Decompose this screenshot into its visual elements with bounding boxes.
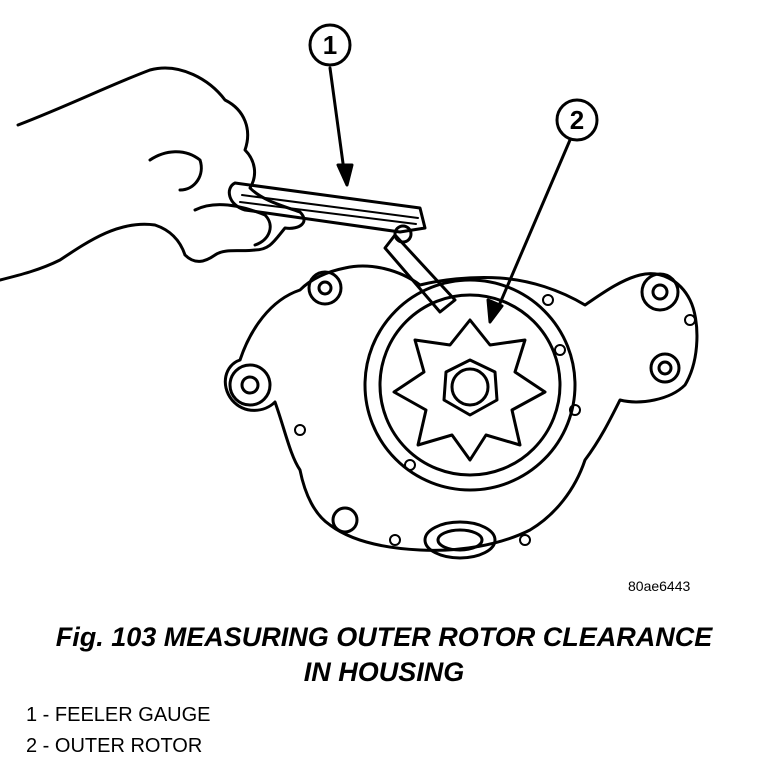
rotor-hub	[442, 358, 499, 417]
left-mounting-boss	[228, 363, 272, 407]
right-upper-boss	[640, 272, 680, 312]
figure-caption: Fig. 103 MEASURING OUTER ROTOR CLEARANCE…	[0, 620, 768, 690]
feeler-gauge	[227, 181, 427, 234]
top-left-boss	[307, 270, 343, 306]
callout-1-circle	[308, 23, 352, 67]
callout-2-arrow	[493, 138, 572, 317]
callout-1-arrow	[328, 66, 347, 180]
outlet-port	[423, 520, 497, 560]
pump-housing	[223, 264, 699, 552]
inner-rotor	[392, 318, 547, 462]
callout-2-circle	[555, 98, 599, 142]
callout-2-number: 2	[570, 105, 584, 135]
callout-legend: 1 - FEELER GAUGE 2 - OUTER ROTOR	[26, 700, 211, 762]
figure-reference-code: 80ae6443	[628, 578, 691, 594]
legend-item-1: 1 - FEELER GAUGE	[26, 704, 211, 726]
legend-item-2: 2 - OUTER ROTOR	[26, 735, 203, 757]
outer-rotor	[363, 278, 577, 492]
hand	[0, 66, 306, 282]
oil-pump-illustration: 1 2	[0, 23, 699, 560]
caption-line-2: IN HOUSING	[303, 657, 465, 687]
caption-line-1: Fig. 103 MEASURING OUTER ROTOR CLEARANCE	[55, 622, 713, 652]
callout-1-number: 1	[323, 30, 337, 60]
right-lower-boss	[649, 352, 681, 384]
